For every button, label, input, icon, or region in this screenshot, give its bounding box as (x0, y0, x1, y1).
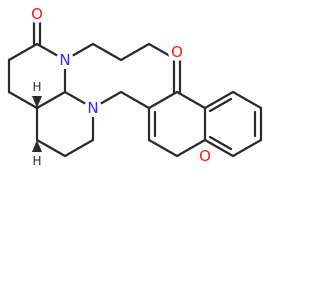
bond (63, 138, 95, 158)
hash-bond (32, 140, 42, 152)
bond (35, 90, 67, 110)
molecule-structure: O O N O N H H (7, 5, 263, 168)
bond (147, 90, 179, 110)
bond (175, 90, 207, 110)
atom-h-8a: H (32, 154, 41, 168)
atom-o-chromone-ketone: O (171, 43, 183, 61)
atom-h-4a: H (32, 80, 41, 94)
bond (231, 90, 263, 110)
bond (35, 138, 67, 158)
bond (208, 135, 233, 151)
atom-labels: O O N O N H H (28, 5, 214, 168)
bond (175, 138, 207, 158)
bond (119, 42, 151, 62)
bond (7, 42, 39, 62)
bond (147, 138, 179, 158)
bond (203, 138, 235, 158)
bond (119, 90, 151, 110)
bonds (7, 12, 263, 158)
hash-bond (32, 96, 42, 108)
bond (203, 90, 235, 110)
bond (231, 138, 263, 158)
bond (7, 90, 39, 110)
atom-o-chromone-ring: O (199, 147, 211, 165)
stereo-bonds (32, 96, 42, 152)
atom-n-piperidine: N (87, 99, 98, 117)
bond (208, 97, 233, 113)
atom-o-lactam: O (31, 5, 43, 23)
bond (91, 42, 123, 62)
atom-n-lactam: N (59, 51, 70, 69)
